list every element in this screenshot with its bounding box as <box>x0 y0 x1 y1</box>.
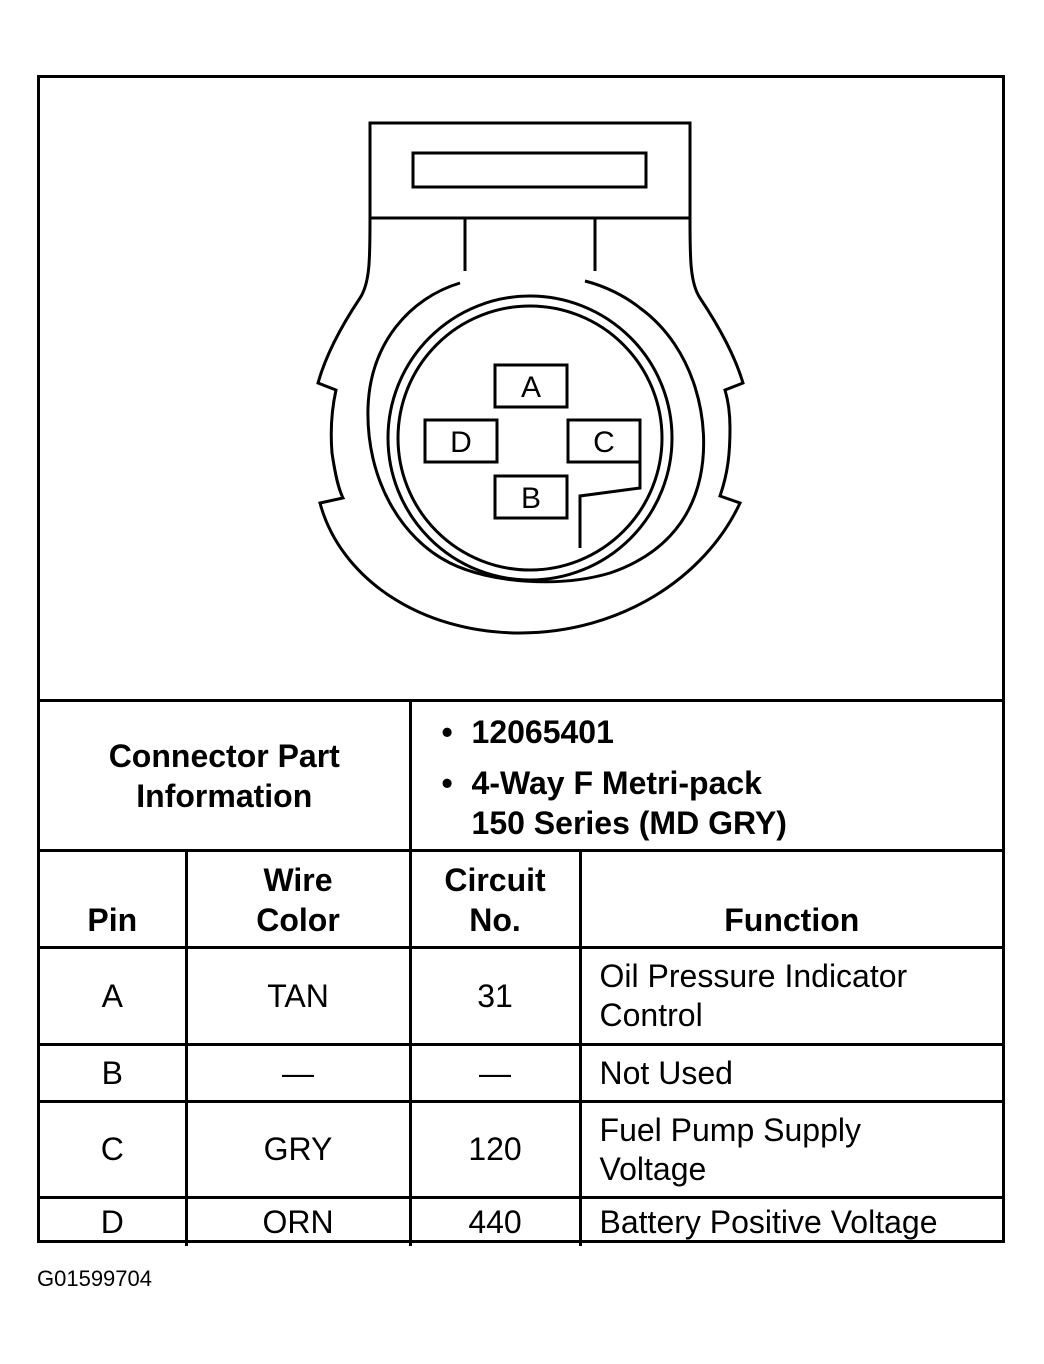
row-a-function-2: Control <box>599 997 703 1033</box>
row-c-function-1: Fuel Pump Supply <box>599 1111 861 1148</box>
table-row: A TAN 31 Oil Pressure Indicator Control <box>40 946 1003 1046</box>
row-d-wire-color: ORN <box>184 1196 412 1246</box>
connector-face-svg: A D C B <box>316 121 745 635</box>
header-wire-color-1: Wire <box>263 862 333 898</box>
row-a-function: Oil Pressure Indicator Control <box>578 946 1003 1046</box>
column-header-row: Pin Wire Color Circuit No. Function <box>40 849 1003 949</box>
header-circuit-1: Circuit <box>444 862 546 898</box>
part-info-row: Connector Part Information •12065401 •4-… <box>40 699 1003 852</box>
cavity-b-box <box>493 474 569 520</box>
row-b-function: Not Used <box>578 1043 1003 1103</box>
header-circuit: Circuit No. <box>408 849 582 949</box>
row-d-circuit: 440 <box>408 1196 582 1246</box>
header-circuit-2: No. <box>469 902 521 938</box>
header-wire-color-2: Color <box>256 902 340 938</box>
table-row: C GRY 120 Fuel Pump Supply Voltage <box>40 1100 1003 1199</box>
row-d-function: Battery Positive Voltage <box>578 1196 1003 1246</box>
part-info-label-line1: Connector Part <box>108 737 340 774</box>
cavity-c-box <box>566 418 642 464</box>
row-d-pin: D <box>40 1196 188 1246</box>
latch-housing <box>368 121 692 220</box>
cavity-a-label: A <box>521 371 541 404</box>
connector-ring-inner <box>396 304 664 572</box>
header-pin: Pin <box>40 849 188 949</box>
header-function: Function <box>578 849 1003 949</box>
part-number: 12065401 <box>471 714 614 750</box>
latch-neck <box>463 218 597 271</box>
row-a-pin: A <box>40 946 188 1046</box>
latch-slot <box>411 151 648 189</box>
row-a-function-1: Oil Pressure Indicator <box>599 958 908 994</box>
part-info-label: Connector Part Information <box>40 699 412 852</box>
part-description-line-2: 150 Series (MD GRY) <box>472 803 1003 843</box>
table-row: B — — Not Used <box>40 1043 1003 1103</box>
part-description-1: 4-Way F Metri-pack <box>471 765 762 801</box>
row-c-pin: C <box>40 1100 188 1199</box>
row-c-function-2: Voltage <box>599 1150 707 1187</box>
header-wire-color: Wire Color <box>184 849 412 949</box>
part-description-line: •4-Way F Metri-pack <box>441 765 762 801</box>
row-c-circuit: 120 <box>408 1100 582 1199</box>
cavity-d-label: D <box>450 426 472 459</box>
connector-drawing: A D C B <box>40 78 1002 700</box>
row-b-pin: B <box>40 1043 188 1103</box>
part-info-label-line2: Information <box>136 777 313 814</box>
row-a-wire-color: TAN <box>184 946 412 1046</box>
connector-diagram-frame: A D C B Connector Part Information •1206… <box>37 75 1005 1246</box>
row-c-wire-color: GRY <box>184 1100 412 1199</box>
part-description-2: 150 Series (MD GRY) <box>471 805 787 841</box>
cavity-c-label: C <box>593 426 615 459</box>
table-row: D ORN 440 Battery Positive Voltage <box>40 1196 1003 1246</box>
cavity-b-label: B <box>521 482 541 515</box>
row-c-function: Fuel Pump Supply Voltage <box>578 1100 1003 1199</box>
part-info-values: •12065401 •4-Way F Metri-pack 150 Series… <box>408 699 1003 852</box>
part-number-line: •12065401 <box>441 714 614 750</box>
connector-ring-middle <box>386 294 674 582</box>
keying-tab <box>578 462 642 548</box>
cavity-d-box <box>423 418 499 464</box>
pinout-table: Connector Part Information •12065401 •4-… <box>40 699 1003 1246</box>
cavity-a-box <box>493 363 569 409</box>
connector-ring-outer <box>366 279 706 584</box>
figure-id: G01599704 <box>37 1266 152 1291</box>
row-b-circuit: — <box>408 1043 582 1103</box>
row-b-wire-color: — <box>184 1043 412 1103</box>
connector-shell <box>316 217 745 635</box>
row-a-circuit: 31 <box>408 946 582 1046</box>
